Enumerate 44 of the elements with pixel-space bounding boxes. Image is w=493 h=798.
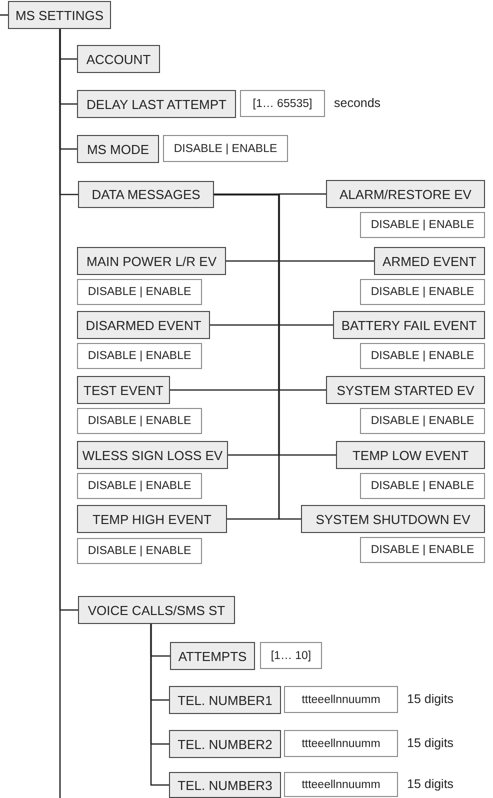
value-box: DISABLE | ENABLE [77, 408, 202, 434]
unit-label: 15 digits [407, 736, 454, 750]
menu-item-box: ATTEMPTS [170, 642, 255, 670]
value-box: [1… 10] [260, 642, 322, 669]
menu-item-box: TEST EVENT [77, 376, 170, 404]
value-box: DISABLE | ENABLE [77, 473, 202, 499]
menu-item-box: ALARM/RESTORE EV [326, 180, 485, 208]
value-box: DISABLE | ENABLE [360, 537, 485, 563]
menu-item-box: BATTERY FAIL EVENT [333, 311, 485, 339]
menu-item-box: TEL. NUMBER1 [169, 686, 281, 714]
menu-item-box: DATA MESSAGES [78, 181, 214, 208]
value-box: ttteeellnnuumm [284, 772, 398, 797]
value-box: DISABLE | ENABLE [77, 538, 202, 564]
value-box: DISABLE | ENABLE [360, 212, 485, 238]
menu-item-box: DISARMED EVENT [77, 311, 210, 339]
value-box: DISABLE | ENABLE [360, 343, 485, 369]
unit-label: 15 digits [407, 776, 454, 790]
menu-item-box: MS SETTINGS [8, 1, 111, 29]
menu-item-box: VOICE CALLS/SMS ST [78, 596, 235, 624]
connector-line [59, 29, 78, 611]
value-box: DISABLE | ENABLE [360, 408, 485, 434]
menu-item-box: WLESS SIGN LOSS EV [77, 441, 228, 469]
menu-item-box: TEL. NUMBER2 [169, 730, 281, 758]
value-box: DISABLE | ENABLE [163, 135, 288, 162]
menu-item-box: DELAY LAST ATTEMPT [77, 90, 236, 118]
value-box: DISABLE | ENABLE [360, 473, 485, 499]
menu-item-box: MAIN POWER L/R EV [77, 247, 226, 275]
menu-item-box: ARMED EVENT [374, 247, 485, 275]
unit-label: seconds [334, 96, 381, 110]
value-box: DISABLE | ENABLE [77, 279, 202, 305]
value-box: ttteeellnnuumm [284, 686, 398, 713]
value-box: DISABLE | ENABLE [360, 279, 485, 305]
menu-item-box: TEL. NUMBER3 [169, 772, 281, 798]
menu-item-box: SYSTEM SHUTDOWN EV [301, 505, 485, 533]
menu-item-box: MS MODE [77, 135, 159, 163]
value-box: [1… 65535] [240, 90, 325, 117]
menu-item-box: ACCOUNT [77, 45, 160, 73]
menu-item-box: TEMP HIGH EVENT [77, 505, 227, 533]
value-box: ttteeellnnuumm [284, 730, 398, 757]
value-box: DISABLE | ENABLE [77, 343, 202, 369]
menu-item-box: TEMP LOW EVENT [336, 441, 485, 469]
connector-line [150, 624, 169, 786]
menu-item-box: SYSTEM STARTED EV [326, 376, 485, 404]
unit-label: 15 digits [407, 692, 454, 706]
